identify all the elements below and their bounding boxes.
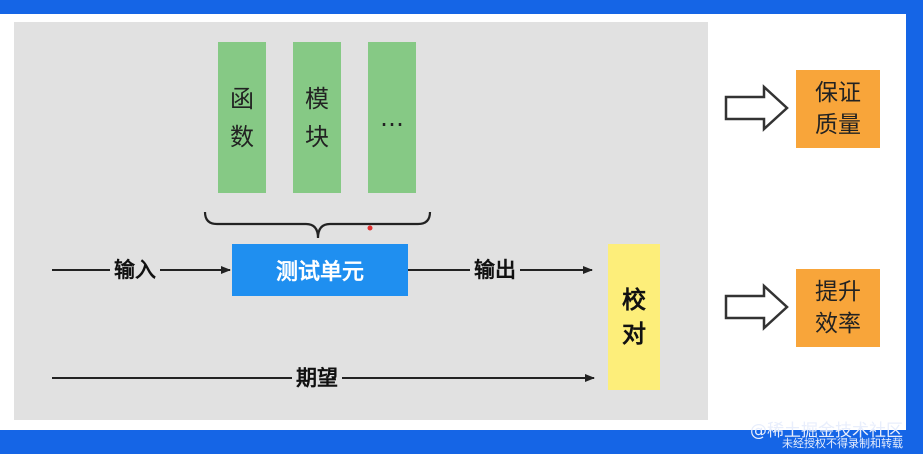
quality-label: 保证质量 <box>815 80 861 138</box>
check-box: 校对 <box>608 244 660 390</box>
input-label: 输入 <box>110 256 160 284</box>
unit-test-label: 测试单元 <box>275 260 364 285</box>
check-label: 校对 <box>622 286 646 348</box>
efficiency-box: 提升效率 <box>796 269 880 347</box>
module-label-module: 模块 <box>305 84 329 151</box>
output-label: 输出 <box>470 256 520 284</box>
module-label-more: … <box>380 103 404 132</box>
quality-arrow-icon <box>724 84 789 132</box>
module-box-function: 函数 <box>218 42 266 193</box>
efficiency-arrow-icon <box>724 283 789 331</box>
efficiency-label: 提升效率 <box>815 279 861 337</box>
expected-label: 期望 <box>292 364 342 392</box>
watermark-notice: 未经授权不得录制和转载 <box>782 437 903 450</box>
pointer-dot <box>367 225 373 231</box>
grouping-brace <box>203 211 432 239</box>
module-label-function: 函数 <box>230 84 254 151</box>
quality-box: 保证质量 <box>796 70 880 148</box>
watermark-title: @稀土掘金技术社区 <box>750 421 903 441</box>
unit-test-box: 测试单元 <box>232 244 408 296</box>
diagram-panel <box>14 22 708 420</box>
module-box-more: … <box>368 42 416 193</box>
module-box-module: 模块 <box>293 42 341 193</box>
